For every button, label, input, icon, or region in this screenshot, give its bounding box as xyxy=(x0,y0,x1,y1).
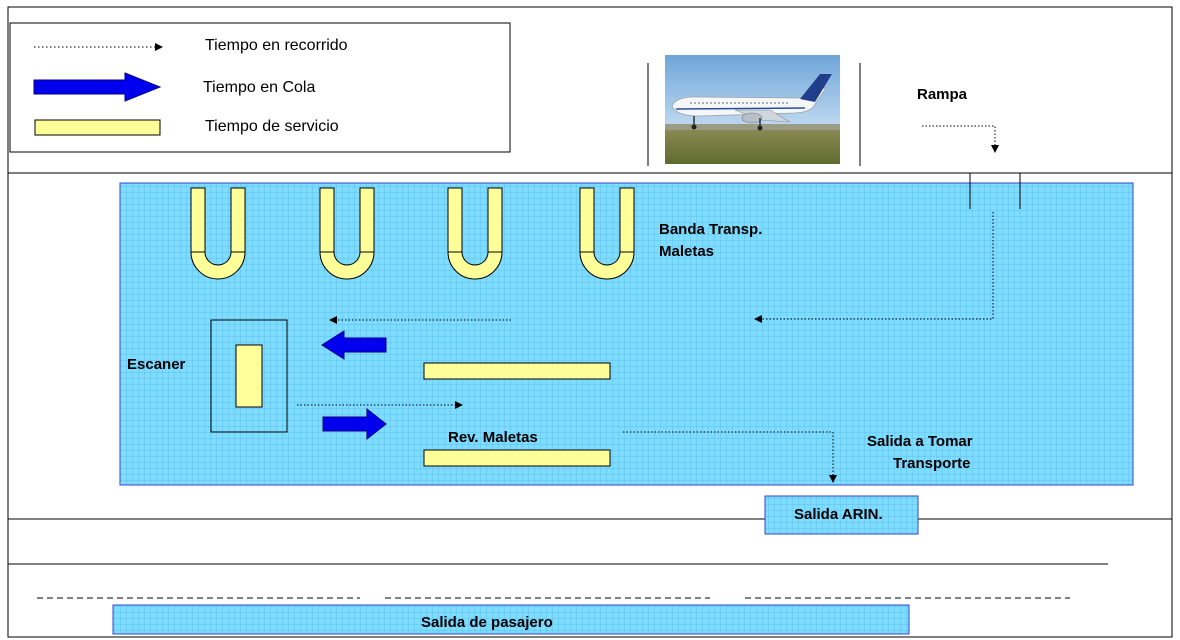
scanner-service-bar xyxy=(235,344,263,408)
service-bar-upper xyxy=(423,362,611,380)
airplane-photo-icon xyxy=(665,55,840,164)
outer-frame xyxy=(7,6,1173,638)
salida-pasajero-label: Salida de pasajero xyxy=(421,614,553,631)
scanner-box xyxy=(210,319,288,433)
salida-arin-label: Salida ARIN. xyxy=(794,506,883,523)
rampa-arrow xyxy=(922,125,999,153)
carousel-2 xyxy=(319,187,375,280)
rev-maletas-label: Rev. Maletas xyxy=(448,429,538,446)
carousel-1 xyxy=(190,187,246,280)
legend-label-cola: Tiempo en Cola xyxy=(203,79,316,96)
banda-label-line2: Maletas xyxy=(659,243,715,260)
salida-pasajero-box xyxy=(112,604,910,635)
queue-arrow-from-scanner xyxy=(322,407,387,441)
escaner-label: Escaner xyxy=(127,356,186,373)
blue-arrow-icon xyxy=(33,72,162,102)
carousel-4 xyxy=(579,187,635,280)
exit-path-arrow xyxy=(623,431,837,483)
salida-tomar-label-line1: Salida a Tomar xyxy=(867,433,973,450)
salida-tomar-label-line2: Transporte xyxy=(893,455,971,472)
service-bar-review xyxy=(423,449,611,467)
legend-label-servicio: Tiempo de servicio xyxy=(205,118,339,135)
legend-label-recorrido: Tiempo en recorrido xyxy=(205,37,348,54)
rampa-label: Rampa xyxy=(917,86,968,103)
banda-label-line1: Banda Transp. xyxy=(659,221,763,238)
carousel-3 xyxy=(447,187,503,280)
salida-arin-box xyxy=(764,495,919,535)
arrival-path-arrow xyxy=(754,212,994,323)
queue-arrow-to-scanner xyxy=(321,330,387,360)
yellow-bar-icon xyxy=(34,119,161,136)
